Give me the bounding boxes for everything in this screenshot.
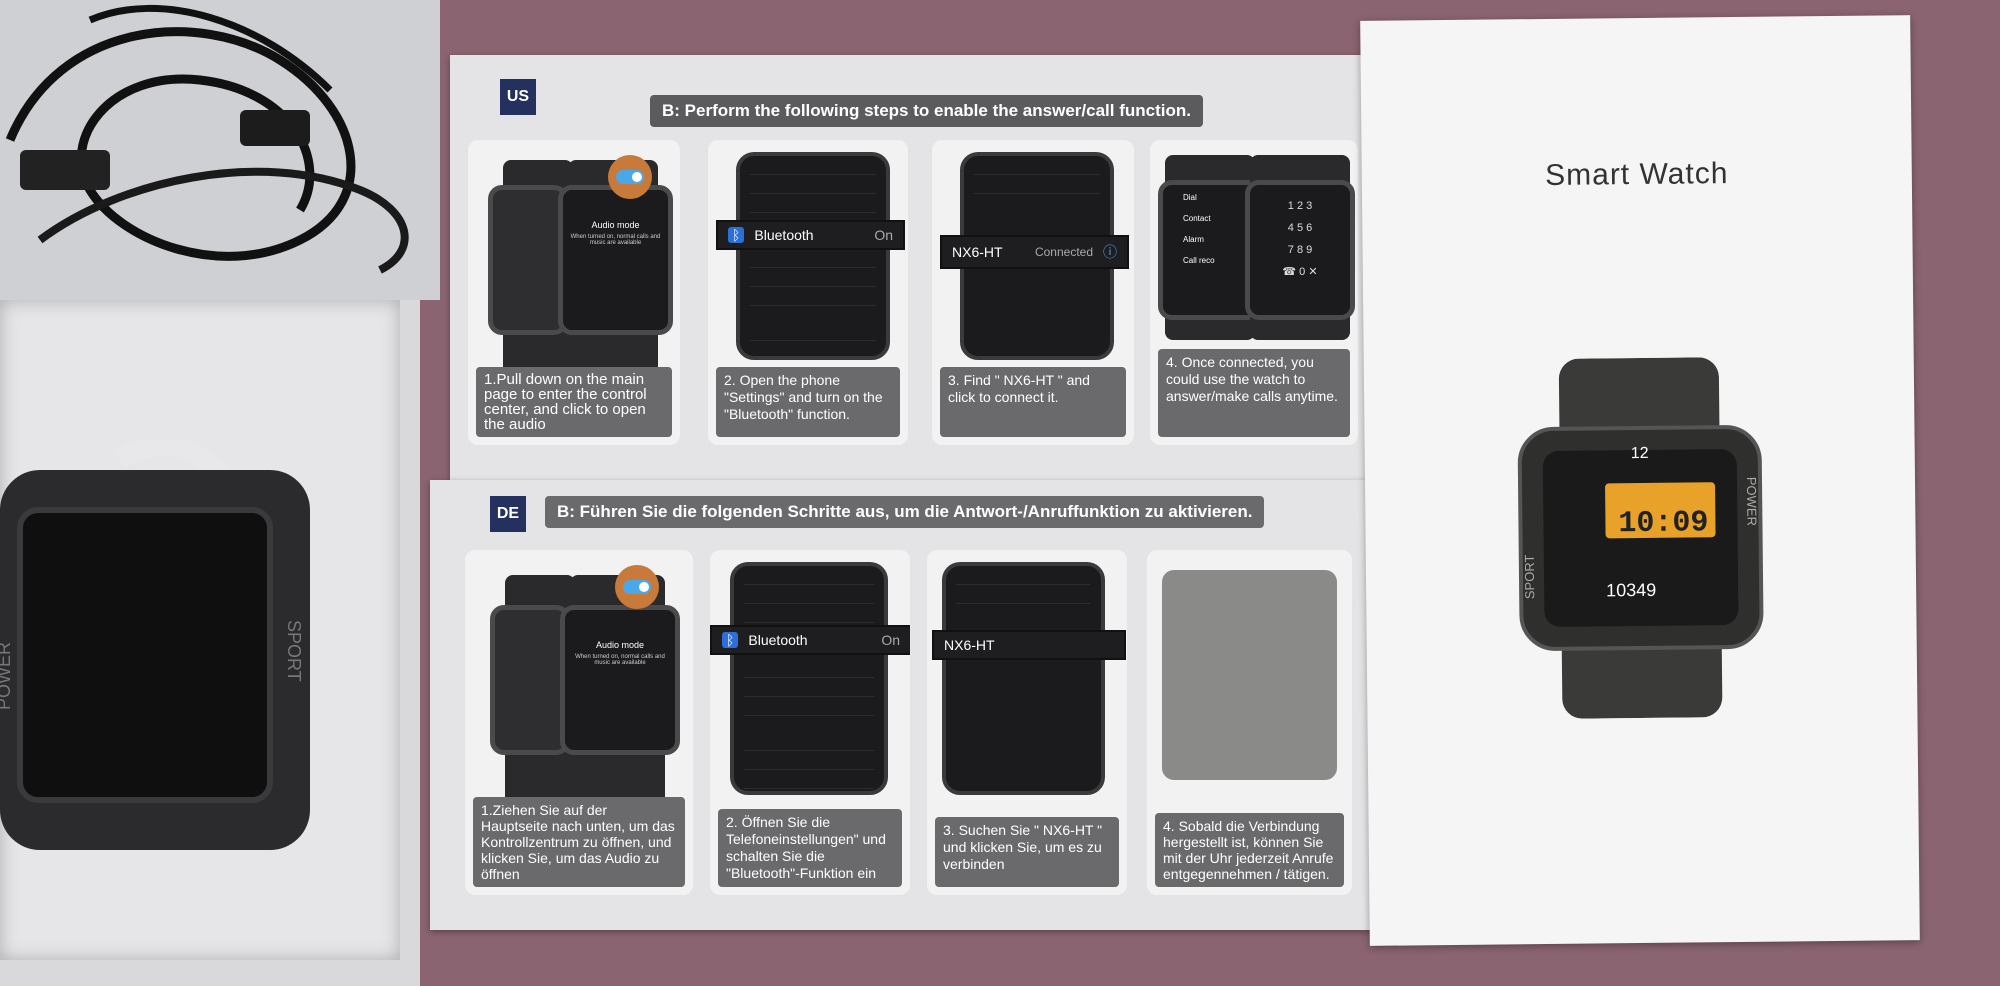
- de-step-1: Audio mode When turned on, normal calls …: [465, 550, 693, 895]
- watch-steps: 10349: [1606, 580, 1656, 601]
- watch-image: [490, 605, 570, 755]
- bluetooth-state: On: [881, 632, 900, 648]
- toggle-icon: [616, 170, 644, 184]
- faded-watch-image: [1162, 570, 1337, 780]
- bluetooth-setting-row: ᛒ Bluetooth On: [710, 625, 910, 655]
- us-step-2-caption: 2. Open the phone "Settings" and turn on…: [716, 367, 900, 437]
- watch-audio-screen: Audio mode When turned on, normal calls …: [558, 185, 673, 335]
- de-step-1-caption: 1.Ziehen Sie auf der Hauptseite nach unt…: [473, 797, 685, 887]
- de-flag-label: DE: [490, 496, 526, 532]
- usb-plug: [20, 150, 110, 190]
- phone-settings-screen: [730, 562, 888, 795]
- bluetooth-setting-row: ᛒ Bluetooth On: [716, 220, 905, 250]
- charging-cable: [5, 5, 409, 274]
- watch-audio-screen: Audio mode When turned on, normal calls …: [560, 605, 680, 755]
- smart-watch-manual: Smart Watch 12 10:09 10349 SPORT POWER: [1360, 15, 1920, 946]
- device-name: NX6-HT: [944, 637, 995, 653]
- box-watch-right-label: SPORT: [284, 620, 304, 682]
- menu-item-alarm: Alarm: [1183, 235, 1204, 244]
- us-step-1-caption: 1.Pull down on the main page to enter th…: [476, 367, 672, 437]
- audio-toggle-bubble: [615, 565, 659, 609]
- us-step-3-caption: 3. Find " NX6-HT " and click to connect …: [940, 367, 1126, 437]
- de-step-2-caption: 2. Öffnen Sie die Telefoneinstellungen" …: [718, 809, 902, 887]
- de-step-3: NX6-HT 3. Suchen Sie " NX6-HT " und klic…: [927, 550, 1127, 895]
- de-step-4: 4. Sobald die Verbindung hergestellt ist…: [1147, 550, 1352, 895]
- watch-image: [488, 185, 568, 335]
- watch-audio-text: When turned on, normal calls and music a…: [575, 654, 665, 666]
- bluetooth-state: On: [874, 227, 893, 243]
- us-instruction-sheet: US B: Perform the following steps to ena…: [450, 55, 1380, 480]
- charger-clip: [240, 110, 310, 146]
- menu-item-contact: Contact: [1183, 214, 1211, 223]
- de-step-4-caption: 4. Sobald die Verbindung hergestellt ist…: [1155, 813, 1344, 887]
- menu-item-call-records: Call reco: [1183, 256, 1215, 265]
- toggle-icon: [623, 580, 651, 594]
- boxed-watch: POWER SPORT: [0, 440, 310, 850]
- device-name: NX6-HT: [952, 244, 1003, 260]
- watch-audio-title: Audio mode: [595, 640, 645, 650]
- us-step-2: ᛒ Bluetooth On 2. Open the phone "Settin…: [708, 140, 908, 445]
- box-watch-left-label: POWER: [0, 642, 14, 710]
- manual-title: Smart Watch: [1544, 157, 1729, 192]
- de-instruction-sheet: DE B: Führen Sie die folgenden Schritte …: [430, 480, 1375, 930]
- info-icon: ⓘ: [1103, 244, 1117, 260]
- device-state: Connected: [1034, 245, 1093, 259]
- watch-hour-mark: 12: [1631, 445, 1649, 462]
- de-step-2: ᛒ Bluetooth On 2. Öffnen Sie die Telefon…: [710, 550, 910, 895]
- nx6-device-row: NX6-HT: [932, 630, 1126, 660]
- audio-toggle-bubble: [608, 155, 652, 199]
- phone-bluetooth-screen: [942, 562, 1105, 795]
- watch-right-label: POWER: [1744, 477, 1760, 526]
- watch-display-panel: [1605, 482, 1716, 539]
- watch-audio-text: When turned on, normal calls and music a…: [570, 234, 661, 246]
- watch-time: 10:09: [1618, 506, 1708, 541]
- watch-left-label: SPORT: [1522, 554, 1537, 599]
- bluetooth-label: Bluetooth: [748, 632, 808, 648]
- bluetooth-icon: ᛒ: [728, 227, 745, 243]
- bluetooth-icon: ᛒ: [722, 632, 739, 648]
- phone-settings-screen: [736, 152, 890, 360]
- bluetooth-label: Bluetooth: [754, 227, 814, 243]
- nx6-device-row: NX6-HT Connected ⓘ: [940, 235, 1129, 269]
- watch-audio-title: Audio mode: [591, 220, 640, 230]
- us-banner: B: Perform the following steps to enable…: [650, 95, 1203, 127]
- de-banner: B: Führen Sie die folgenden Schritte aus…: [545, 496, 1265, 528]
- manual-watch-image: 12 10:09 10349 SPORT POWER: [1517, 357, 1764, 719]
- de-step-3-caption: 3. Suchen Sie " NX6-HT " und klicken Sie…: [935, 817, 1119, 887]
- menu-item-dial: Dial: [1183, 193, 1197, 202]
- us-flag-label: US: [500, 79, 536, 115]
- us-step-4-caption: 4. Once connected, you could use the wat…: [1158, 349, 1350, 437]
- us-step-3: NX6-HT Connected ⓘ 3. Find " NX6-HT " an…: [932, 140, 1134, 445]
- us-step-1: Audio mode When turned on, normal calls …: [468, 140, 680, 445]
